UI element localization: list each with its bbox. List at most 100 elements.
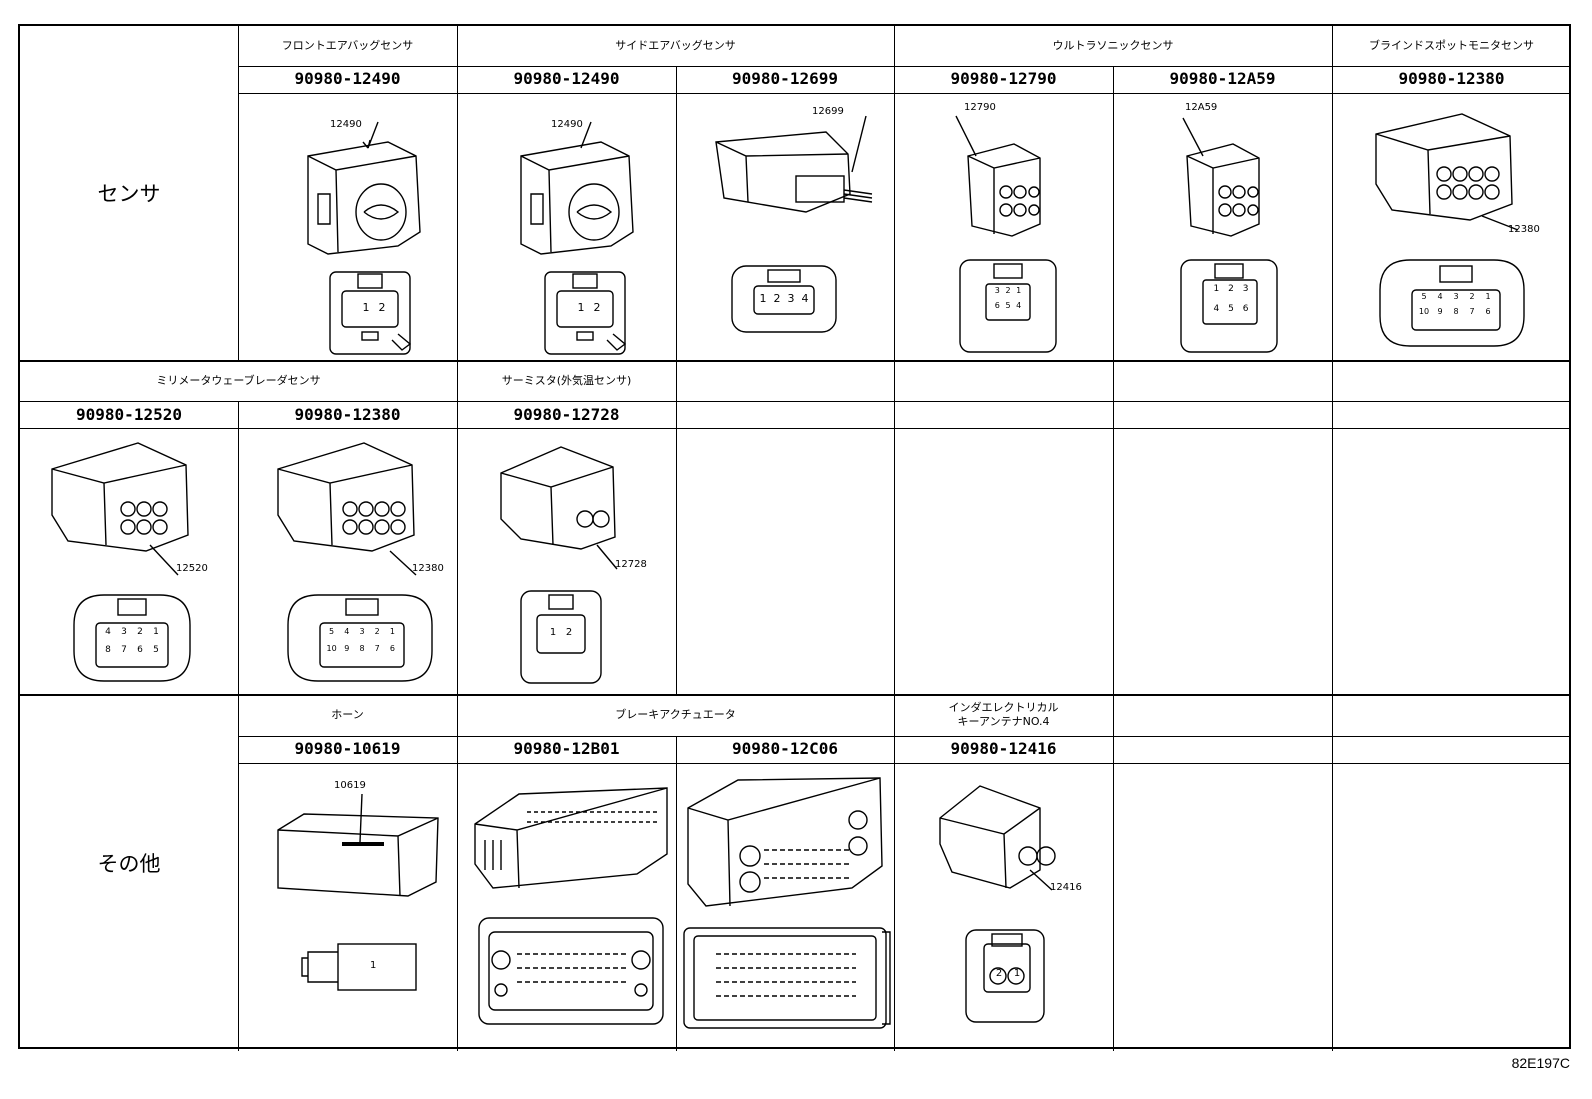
connector-drawing: 10619 1 bbox=[238, 764, 457, 1051]
group-brake-actuator: ブレーキアクチュエータ bbox=[615, 708, 736, 721]
connector-drawing: 12416 2 1 bbox=[894, 764, 1113, 1051]
pin-label: 5 bbox=[1005, 301, 1011, 310]
group-side-airbag-sensor: サイドエアバッグセンサ bbox=[615, 39, 736, 52]
connector-drawing bbox=[676, 764, 894, 1051]
group-mmwave-radar-sensor: ミリメータウェーブレーダセンサ bbox=[156, 373, 321, 387]
pin-label: 3 bbox=[1242, 284, 1249, 294]
pin-label: 6 bbox=[1485, 307, 1491, 316]
pin-label: 9 bbox=[344, 644, 350, 653]
callout-label: 12A59 bbox=[1185, 102, 1218, 113]
part-number: 90980-12728 bbox=[513, 405, 620, 424]
pin-label: 4 bbox=[105, 627, 111, 637]
callout-label: 12520 bbox=[176, 563, 208, 574]
pin-label: 5 bbox=[329, 627, 335, 636]
part-number: 90980-12520 bbox=[76, 405, 182, 424]
part-number: 90980-12790 bbox=[950, 69, 1057, 88]
pin-label: 4 bbox=[801, 292, 809, 305]
connector-drawing: 12380 5 4 3 2 1 10 9 8 7 6 bbox=[238, 429, 457, 694]
pin-label: 7 bbox=[374, 644, 380, 653]
callout-label: 12416 bbox=[1050, 882, 1082, 893]
pin-label: 3 bbox=[121, 627, 127, 637]
group-thermistor: サーミスタ(外気温センサ) bbox=[501, 373, 632, 387]
pin-label: 1 bbox=[1016, 286, 1022, 295]
group-key-antenna: インダエレクトリカル キーアンテナNO.4 bbox=[948, 701, 1059, 728]
part-number: 90980-10619 bbox=[294, 739, 401, 758]
pin-label: 2 bbox=[593, 301, 601, 314]
callout-label: 12380 bbox=[1508, 224, 1540, 235]
pin-label: 5 bbox=[1228, 304, 1234, 314]
row-label-sensor: センサ bbox=[97, 182, 161, 206]
pin-label: 2 bbox=[1469, 292, 1475, 301]
pin-label: 2 bbox=[378, 301, 386, 314]
part-number: 90980-12490 bbox=[294, 69, 401, 88]
pin-label: 10 bbox=[1418, 307, 1430, 316]
callout-label: 12490 bbox=[330, 119, 362, 130]
pin-label: 2 bbox=[995, 968, 1003, 979]
part-number: 90980-12380 bbox=[294, 405, 401, 424]
pin-label: 3 bbox=[359, 627, 365, 636]
pin-label: 1 bbox=[1013, 968, 1021, 979]
group-front-airbag-sensor: フロントエアバッグセンサ bbox=[281, 39, 414, 52]
pin-label: 6 bbox=[1242, 304, 1249, 314]
pin-label: 1 bbox=[549, 627, 557, 638]
connector-drawing: 12520 4 3 2 1 8 7 6 5 bbox=[20, 429, 238, 694]
group-horn: ホーン bbox=[331, 708, 364, 721]
connector-drawing: 12699 1 2 3 4 bbox=[676, 94, 894, 360]
callout-label: 10619 bbox=[334, 780, 366, 791]
pin-label: 2 bbox=[374, 627, 380, 636]
pin-label: 2 bbox=[137, 627, 143, 637]
pin-label: 1 bbox=[362, 301, 370, 314]
pin-label: 5 bbox=[1421, 292, 1427, 301]
pin-label: 3 bbox=[787, 292, 795, 305]
part-number: 90980-12C06 bbox=[732, 739, 838, 758]
callout-label: 12728 bbox=[615, 559, 647, 570]
callout-label: 12699 bbox=[812, 106, 844, 117]
pin-label: 2 bbox=[1228, 284, 1234, 294]
pin-label: 1 bbox=[759, 292, 767, 305]
connector-drawing: 12790 3 2 1 6 5 4 bbox=[894, 94, 1113, 360]
pin-label: 5 bbox=[153, 645, 159, 655]
part-number: 90980-12416 bbox=[950, 739, 1057, 758]
part-number: 90980-12380 bbox=[1398, 69, 1505, 88]
pin-label: 10 bbox=[326, 644, 337, 653]
pin-label: 6 bbox=[137, 645, 143, 655]
pin-label: 8 bbox=[1453, 307, 1459, 316]
part-number: 90980-12699 bbox=[732, 69, 838, 88]
pin-label: 9 bbox=[1437, 307, 1443, 316]
pin-label: 1 bbox=[1485, 292, 1491, 301]
pin-label: 4 bbox=[1437, 292, 1443, 301]
connector-drawing: 12728 1 2 bbox=[457, 429, 676, 694]
connector-drawing bbox=[457, 764, 676, 1051]
pin-label: 1 bbox=[389, 627, 395, 636]
connector-drawing: 12490 1 2 bbox=[457, 94, 676, 360]
pin-label: 6 bbox=[994, 301, 1000, 310]
group-blind-spot-monitor-sensor: ブラインドスポットモニタセンサ bbox=[1369, 39, 1534, 52]
pin-label: 2 bbox=[565, 627, 573, 638]
part-number: 90980-12490 bbox=[513, 69, 620, 88]
pin-label: 3 bbox=[1453, 292, 1459, 301]
connector-chart: センサ その他 フロントエアバッグセンサ サイドエアバッグセンサ ウルトラソニッ… bbox=[18, 24, 1571, 1051]
catalog-code: 82E197C bbox=[1511, 1055, 1570, 1071]
row-label-other: その他 bbox=[97, 852, 161, 876]
group-ultrasonic-sensor: ウルトラソニックセンサ bbox=[1052, 39, 1174, 52]
pin-label: 1 bbox=[370, 960, 377, 971]
part-number: 90980-12B01 bbox=[513, 739, 620, 758]
pin-label: 8 bbox=[359, 644, 365, 653]
callout-label: 12380 bbox=[412, 563, 444, 574]
pin-label: 3 bbox=[994, 286, 1000, 295]
pin-label: 2 bbox=[773, 292, 781, 305]
callout-label: 12790 bbox=[964, 102, 996, 113]
pin-label: 8 bbox=[105, 645, 111, 655]
pin-label: 7 bbox=[1469, 307, 1475, 316]
connector-drawing: 12A59 1 2 3 4 5 6 bbox=[1113, 94, 1332, 360]
pin-label: 1 bbox=[153, 627, 159, 637]
pin-label: 4 bbox=[344, 627, 350, 636]
pin-label: 4 bbox=[1213, 304, 1220, 314]
pin-label: 2 bbox=[1005, 286, 1011, 295]
pin-label: 4 bbox=[1016, 301, 1022, 310]
pin-label: 6 bbox=[389, 644, 395, 653]
callout-label: 12490 bbox=[551, 119, 583, 130]
pin-label: 7 bbox=[121, 645, 127, 655]
pin-label: 1 bbox=[1213, 284, 1220, 294]
part-number: 90980-12A59 bbox=[1169, 69, 1276, 88]
